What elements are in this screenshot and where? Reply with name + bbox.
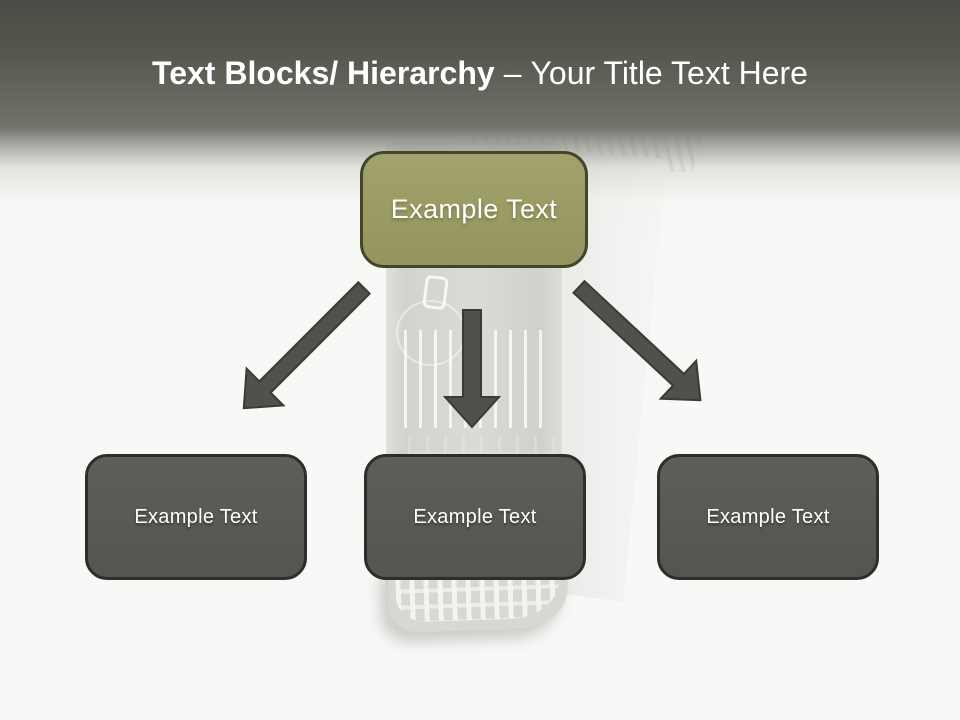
root-node-box[interactable]: Example Text bbox=[360, 151, 588, 268]
child-node-label-1: Example Text bbox=[134, 505, 258, 528]
tower-port-circle-icon bbox=[396, 300, 466, 366]
slide-title-regular: Your Title Text Here bbox=[530, 55, 808, 91]
tower-vent-slots bbox=[404, 330, 554, 428]
arrow-down-icon bbox=[442, 309, 502, 429]
slide-title-separator: – bbox=[503, 55, 522, 91]
slide-title-bold: Text Blocks/ Hierarchy bbox=[152, 55, 495, 91]
child-node-box-1[interactable]: Example Text bbox=[85, 454, 307, 580]
child-node-label-3: Example Text bbox=[706, 505, 830, 528]
child-node-box-2[interactable]: Example Text bbox=[364, 454, 586, 580]
root-node-label: Example Text bbox=[390, 194, 558, 224]
child-node-box-3[interactable]: Example Text bbox=[657, 454, 879, 580]
child-node-label-2: Example Text bbox=[413, 505, 537, 528]
arrow-down-left-icon bbox=[242, 280, 372, 410]
slide-title[interactable]: Text Blocks/ Hierarchy–Your Title Text H… bbox=[0, 54, 960, 92]
arrow-down-right-icon bbox=[572, 279, 702, 402]
tower-power-port-icon bbox=[422, 274, 449, 311]
